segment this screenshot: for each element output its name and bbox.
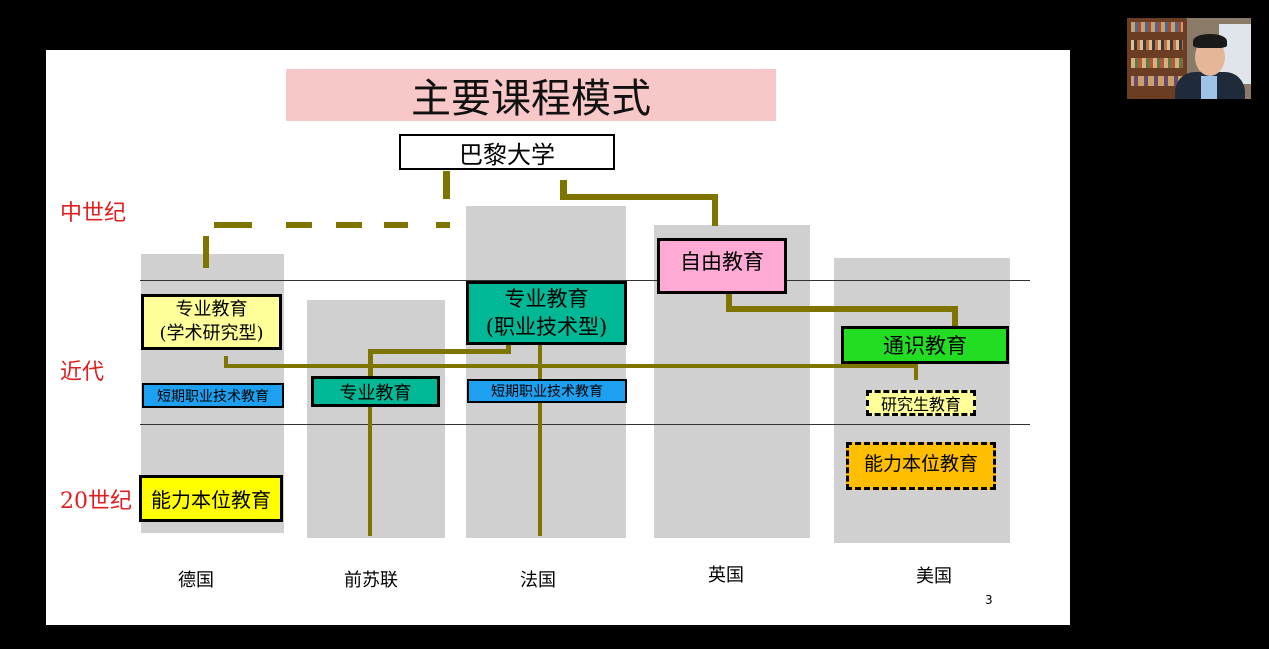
box-de-short-vocational: 短期职业技术教育	[142, 383, 284, 408]
country-label-soviet: 前苏联	[344, 570, 398, 591]
column-france	[466, 206, 626, 538]
person-shirt	[1201, 76, 1217, 99]
era-label-20c: 20世纪	[60, 489, 132, 514]
box-sublabel: (职业技术型)	[485, 315, 608, 339]
box-us-competency: 能力本位教育	[846, 442, 996, 490]
shelf-books	[1131, 58, 1183, 68]
connector-dash	[384, 222, 408, 228]
connector-paris-down	[443, 171, 450, 199]
era-divider-modern	[140, 280, 1030, 281]
connector-soviet-down	[368, 406, 372, 536]
connector-dash	[203, 236, 209, 268]
box-de-competency: 能力本位教育	[139, 475, 283, 522]
slide-page-number: 3	[985, 593, 993, 607]
participant-video-icon[interactable]	[1127, 18, 1251, 99]
era-divider-20c	[140, 424, 1030, 425]
box-su-professional-education: 专业教育	[311, 376, 440, 407]
presentation-slide: 主要课程模式 巴黎大学 中世纪 近代 20世纪 专业教育 (学术研究型) 短期职…	[46, 50, 1070, 625]
country-label-usa: 美国	[916, 566, 952, 587]
era-label-modern: 近代	[60, 360, 105, 385]
connector-fr-su	[368, 349, 373, 377]
connector-uk-usa	[726, 306, 958, 312]
box-sublabel: (学术研究型)	[159, 323, 264, 344]
box-label: 专业教育	[504, 287, 589, 311]
box-uk-liberal-education: 自由教育	[657, 238, 787, 294]
box-de-professional-education: 专业教育 (学术研究型)	[141, 294, 282, 350]
shelf-books	[1131, 76, 1183, 86]
connector-dash	[214, 222, 252, 228]
country-label-germany: 德国	[178, 570, 214, 591]
shelf-books	[1131, 40, 1183, 50]
connector-dash	[336, 222, 362, 228]
connector-paris-uk	[712, 194, 718, 226]
connector-de-usa	[224, 364, 918, 368]
era-label-medieval: 中世纪	[60, 201, 127, 226]
connector-france-down	[538, 340, 542, 536]
connector-paris-uk	[560, 180, 567, 198]
box-fr-professional-education: 专业教育 (职业技术型)	[466, 281, 627, 345]
connector-de-usa	[224, 356, 228, 368]
country-label-france: 法国	[520, 570, 556, 591]
box-label: 自由教育	[680, 250, 764, 274]
country-label-uk: 英国	[708, 565, 744, 586]
box-fr-short-vocational: 短期职业技术教育	[467, 379, 627, 403]
box-us-graduate-education: 研究生教育	[866, 390, 976, 416]
connector-fr-su	[368, 349, 511, 354]
slide-title: 主要课程模式	[286, 69, 776, 122]
connector-de-usa	[914, 364, 918, 380]
shelf-books	[1131, 22, 1183, 32]
connector-uk-usa	[726, 294, 732, 310]
origin-box-paris: 巴黎大学	[399, 134, 615, 170]
connector-dash	[436, 222, 450, 228]
connector-fr-su	[506, 340, 511, 354]
column-soviet	[307, 300, 445, 538]
box-label: 专业教育	[175, 299, 248, 320]
box-us-general-education: 通识教育	[841, 326, 1009, 364]
person-hair	[1193, 34, 1227, 48]
connector-paris-uk	[560, 194, 718, 200]
connector-uk-usa	[952, 306, 958, 326]
connector-dash	[286, 222, 312, 228]
